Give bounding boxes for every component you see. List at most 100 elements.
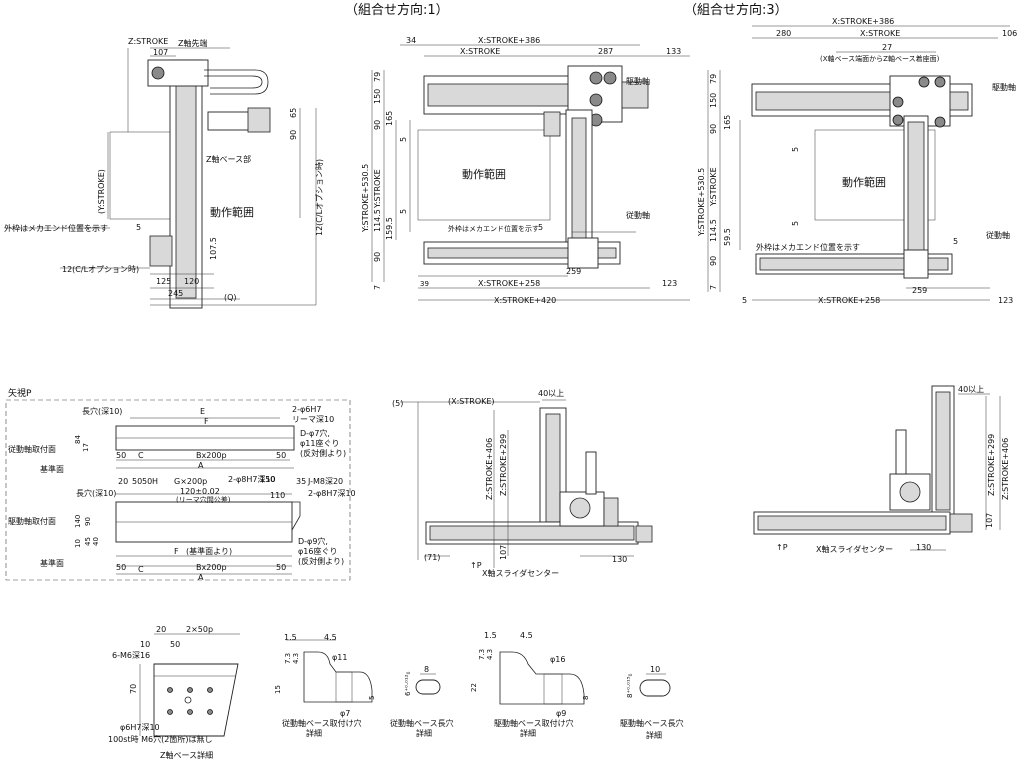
dim-5h: 5 xyxy=(742,296,747,305)
dim-280: 280 xyxy=(776,29,791,38)
dim-110: 110 xyxy=(270,491,285,500)
label-outer-frame-1: 外枠はメカエンド位置を示す xyxy=(448,224,539,233)
view-side-z xyxy=(5,47,317,309)
dim-8b: 8 xyxy=(582,696,590,700)
label-phi9d: φ9 xyxy=(556,709,566,718)
label-x-stroke-3: X:STROKE xyxy=(860,29,900,38)
dim-50e: 50 xyxy=(116,563,126,572)
view-front-right xyxy=(753,385,1001,551)
dim-8: 8 xyxy=(424,665,429,674)
label-tol8: 8⁺⁰·⁰¹⁵₀ xyxy=(626,673,634,698)
dim-90-3: 90 xyxy=(709,124,718,134)
dim-15: 15 xyxy=(274,685,282,694)
dim-10b: 10 xyxy=(140,640,150,649)
label-motion-range-3: 動作範囲 xyxy=(842,175,886,189)
label-motion-range: 動作範囲 xyxy=(210,205,254,219)
label-phi7d: φ7 xyxy=(340,709,350,718)
dim-50f: 50 xyxy=(276,563,286,572)
dim-165: 165 xyxy=(385,111,394,126)
label-x-slider-center-2: X軸スライダセンター xyxy=(816,544,893,554)
dim-4-5-b: 4.5 xyxy=(520,631,533,640)
label-y-stroke-530: Y:STROKE+530.5 xyxy=(361,164,370,233)
label-phi11: φ11座ぐり xyxy=(300,438,339,448)
dim-35: 35 xyxy=(296,477,306,486)
label-opp-side-2: (反対側より) xyxy=(298,556,344,566)
label-drive-axis: 駆動軸 xyxy=(626,76,650,86)
y-axis-motor xyxy=(247,107,271,133)
label-tol6: 6⁺⁰·⁰¹²₀ xyxy=(404,671,412,696)
dim-130: 130 xyxy=(612,555,627,564)
dim-165-3: 165 xyxy=(723,115,732,130)
dim-5: 5 xyxy=(136,223,141,232)
label-y-stroke-530-3: Y:STROKE+530.5 xyxy=(697,168,706,237)
dim-50d: 50 xyxy=(142,477,152,486)
motion-range-hatch xyxy=(109,131,181,220)
driven-base-hole-detail xyxy=(286,639,373,703)
view-front-center xyxy=(400,399,653,568)
dim-259: 259 xyxy=(566,267,581,276)
label-z-stroke-299-2: Z:STROKE+299 xyxy=(987,434,996,496)
label-y-stroke: Y:STROKE xyxy=(373,169,382,209)
dim-123-3: 123 xyxy=(998,296,1013,305)
label-phi8h7-2: 2-φ8H7深10 xyxy=(308,489,356,498)
label-over40-2: 40以上 xyxy=(958,385,984,394)
dim-159-5: 159.5 xyxy=(385,217,394,240)
label-x-stroke-paren: (X:STROKE) xyxy=(448,397,495,406)
label-e: E xyxy=(200,407,205,416)
view-direction-1 xyxy=(371,44,690,301)
dim-5j: 5 xyxy=(368,696,376,700)
label-g200p: G×200p xyxy=(174,477,207,486)
dim-59-5: 59.5 xyxy=(723,228,732,246)
label-phi6h7: 2-φ6H7 xyxy=(292,405,321,414)
dim-5f: 5 xyxy=(791,221,800,226)
label-phi11d: φ11 xyxy=(332,653,347,662)
label-z-base-part: Z軸ベース部 xyxy=(206,154,251,164)
dim-4-3-b: 4.3 xyxy=(486,649,494,660)
dim-7-3-b: 7.3 xyxy=(478,649,486,660)
dim-50b: 50 xyxy=(276,451,286,460)
dim-90f: 90 xyxy=(84,517,92,526)
label-x-slider-center: X軸スライダセンター xyxy=(482,568,559,578)
dim-20b: 20 xyxy=(156,625,166,634)
dim-107b: 107 xyxy=(499,545,508,560)
dim-107-5: 107.5 xyxy=(209,237,218,260)
dim-90b: 90 xyxy=(373,120,382,130)
dim-79-3: 79 xyxy=(709,74,718,84)
dim-114-5: 114.5 xyxy=(373,209,382,232)
dim-133: 133 xyxy=(666,47,681,56)
label-long-hole: 長穴(深10) xyxy=(82,406,122,416)
label-x-stroke-258: X:STROKE+258 xyxy=(478,279,540,288)
cable-loop-inner xyxy=(204,75,263,89)
z-head-bolt xyxy=(151,66,165,80)
dim-106: 106 xyxy=(1002,29,1017,38)
label-ref-face: 基準面 xyxy=(40,464,64,474)
dim-20: 20 xyxy=(118,477,128,486)
label-driven-axis: 従動軸 xyxy=(626,210,650,220)
label-detail3: 詳細 xyxy=(520,728,536,738)
dim-22: 22 xyxy=(470,683,478,692)
label-x-stroke: X:STROKE xyxy=(460,47,500,56)
label-y-stroke-3: Y:STROKE xyxy=(709,167,718,207)
dim-150c: 150 xyxy=(260,475,275,484)
dim-7: 7 xyxy=(373,285,382,290)
label-z-base-detail: Z軸ベース詳細 xyxy=(160,750,213,760)
dim-1-5-b: 1.5 xyxy=(484,631,497,640)
label-x-stroke-258-3: X:STROKE+258 xyxy=(818,296,880,305)
label-q: (Q) xyxy=(224,293,237,302)
label-drive-mount: 駆動軸取付面 xyxy=(8,516,56,526)
label-f2: F xyxy=(174,547,179,556)
label-outer-frame: 外枠はメカエンド位置を示す xyxy=(4,223,108,233)
label-ref-face-2: 基準面 xyxy=(40,558,64,568)
dim-10: 10 xyxy=(74,539,82,548)
drive-base-hole-detail xyxy=(499,651,585,705)
view-direction-3 xyxy=(707,25,1010,301)
dim-90c: 90 xyxy=(373,252,382,262)
bottom-bracket xyxy=(149,235,173,267)
dim-65: 65 xyxy=(289,108,298,118)
dim-5b: 5 xyxy=(399,137,408,142)
label-phi6h7-10: φ6H7深10 xyxy=(120,723,160,732)
label-f: F xyxy=(204,417,209,426)
dim-39: 39 xyxy=(420,280,429,288)
label-driven-axis-3: 従動軸 xyxy=(986,230,1010,240)
label-reamer-pitch: (リーマ穴間公差) xyxy=(176,495,231,504)
